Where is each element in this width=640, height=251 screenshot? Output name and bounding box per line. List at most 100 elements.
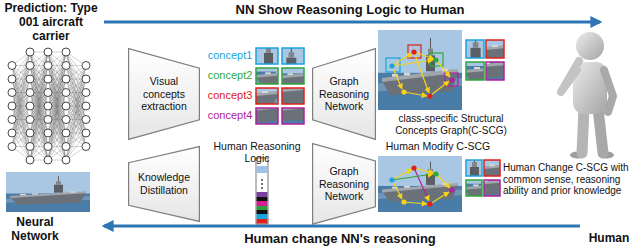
modified-graph-image (411, 165, 416, 170)
neural-network-icon (8, 89, 16, 97)
concept-patches (226, 74, 310, 134)
neural-network-icon (48, 52, 66, 93)
neural-network-icon (26, 75, 34, 83)
trapezoid-module: Visual concepts extraction (128, 48, 200, 140)
concept-label: concept1 (204, 49, 256, 62)
neural-network-icon (26, 62, 34, 70)
neural-network-icon (26, 156, 34, 164)
concept-patches (282, 48, 304, 64)
concept-graph-image (408, 45, 421, 58)
neural-network-icon (44, 102, 52, 110)
neural-network-icon (62, 75, 70, 83)
modified-graph-image (389, 177, 394, 182)
modified-graph-image (433, 171, 438, 176)
neural-network-icon (82, 129, 90, 137)
prediction-label: Prediction: Type 001 aircraft carrier (2, 2, 100, 43)
note-text: Human Change C-SCG with common sense, re… (503, 162, 633, 197)
neural-network-icon (26, 129, 34, 137)
section-label: Neural Network (2, 216, 68, 244)
neural-network-icon (62, 116, 70, 124)
neural-network-icon (48, 120, 66, 161)
neural-network-icon (8, 75, 16, 83)
concept-graph-image (378, 30, 462, 110)
concept-graph-image (430, 53, 443, 66)
neural-network-icon (26, 102, 34, 110)
concept-graph-image (392, 66, 402, 89)
neural-network-icon (66, 52, 86, 120)
module-label: Visual concepts extraction (134, 75, 194, 113)
concept-graph-image (404, 92, 427, 96)
concept-patches (256, 68, 278, 84)
trapezoid-outline (129, 49, 200, 140)
neural-network-icon (62, 62, 70, 70)
concept-graph-image (433, 57, 438, 62)
neural-network-icon (82, 102, 90, 110)
concept-graph-image (378, 30, 462, 110)
reasoning-vector (256, 158, 268, 224)
concept-patches (282, 108, 304, 124)
flow-label: Human change NN's reasoning (200, 232, 480, 247)
neural-network-icon (26, 89, 34, 97)
graph-patches (486, 62, 504, 80)
neural-network-icon (82, 116, 90, 124)
reasoning-vector (257, 206, 268, 210)
modified-graph-image (427, 201, 432, 206)
concept-label: concept2 (204, 69, 256, 82)
graph-patches (417, 16, 545, 94)
human-figure (582, 108, 584, 153)
module-label: Knowledge Distillation (134, 171, 194, 196)
neural-network-icon (8, 116, 16, 124)
concept-graph-image (445, 73, 458, 86)
graph-patches (484, 180, 500, 196)
modified-graph-image (436, 174, 450, 188)
neural-network-icon (82, 75, 90, 83)
neural-network-icon (62, 143, 70, 151)
neural-network-icon (8, 62, 16, 70)
concept-patches (226, 74, 310, 134)
neural-network-icon (8, 129, 16, 137)
neural-network-icon (30, 120, 48, 161)
neural-network-icon (44, 143, 52, 151)
trapezoid-outline (129, 147, 200, 222)
graph-patches (466, 160, 482, 176)
concept-graph-image (411, 49, 416, 54)
reasoning-vector (261, 183, 263, 185)
concept-graph-image (427, 93, 432, 98)
neural-network-icon (8, 143, 16, 151)
neural-network-icon (66, 93, 86, 161)
trapezoid-module: Graph Reasoning Network (312, 143, 376, 225)
modified-graph-image (378, 156, 462, 212)
human-figure (598, 108, 603, 153)
modified-graph-image (414, 168, 434, 173)
reasoning-vector (257, 201, 268, 206)
reasoning-vector (261, 187, 263, 189)
neural-network-icon (12, 106, 30, 147)
reasoning-vector (256, 158, 268, 224)
graph-patches (417, 27, 512, 95)
human-figure (561, 61, 579, 92)
flow-label: NN Show Reasoning Logic to Human (210, 3, 490, 18)
concept-patches (256, 48, 278, 64)
reasoning-vector (257, 166, 268, 173)
modified-graph-image (401, 199, 406, 204)
neural-network-icon (26, 48, 34, 56)
graph-patches (466, 40, 484, 58)
reasoning-vector (257, 214, 268, 219)
neural-network-icon (44, 116, 52, 124)
concept-graph-image (436, 60, 450, 77)
neural-network-icon (26, 143, 34, 151)
concept-label: concept3 (204, 89, 256, 102)
neural-network-icon (62, 48, 70, 56)
concept-graph-image (392, 60, 433, 66)
graph-patches (466, 62, 484, 80)
neural-network-icon (12, 120, 30, 161)
neural-network-icon (12, 52, 30, 93)
trapezoid-module: Graph Reasoning Network (312, 48, 376, 140)
neural-network-icon (8, 48, 90, 164)
modified-graph-image (414, 168, 429, 201)
neural-network-icon (82, 143, 90, 151)
neural-network-icon (66, 66, 86, 107)
input-image (6, 172, 90, 212)
concept-graph-image (449, 77, 454, 82)
